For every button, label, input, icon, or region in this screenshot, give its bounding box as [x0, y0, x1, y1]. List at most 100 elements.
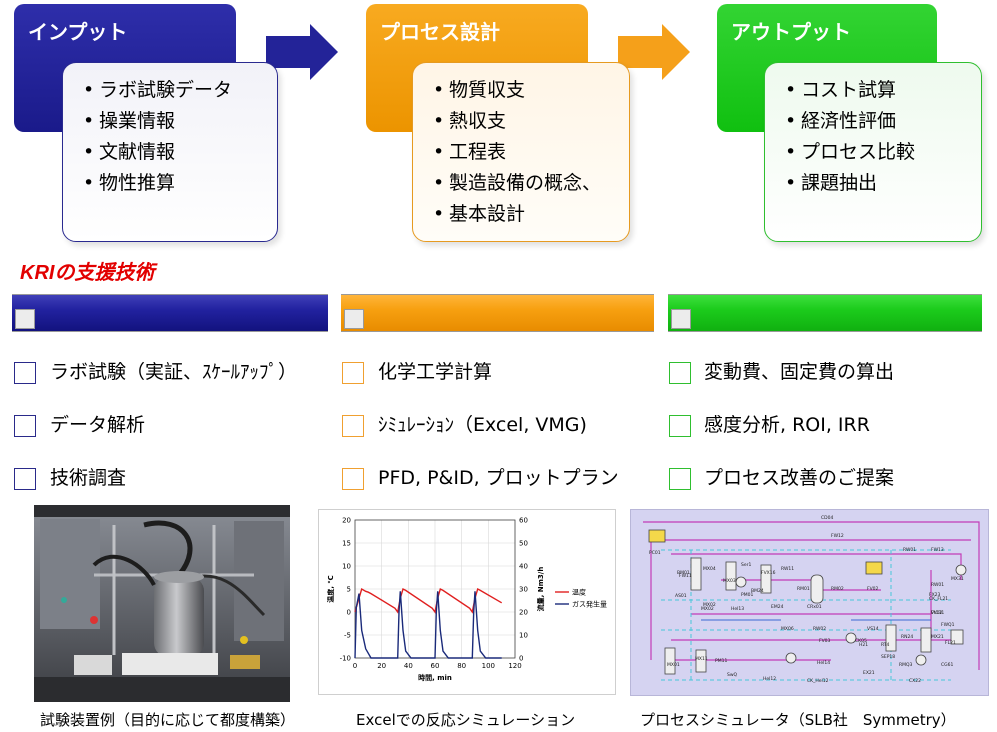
sim-block-label: Hel13 [731, 606, 744, 612]
sim-block-label: PM01 [741, 592, 753, 598]
lab-apparatus-photo [34, 505, 290, 702]
sim-block-label: AS01 [675, 593, 687, 599]
process-item: 熱収支 [433, 106, 615, 137]
bar-square-icon [344, 309, 364, 329]
bar-square-icon [15, 309, 35, 329]
process-item-continued: 基本設計 [433, 199, 615, 230]
input-card: ラボ試験データ 操業情報 文献情報 物性推算 [62, 62, 278, 242]
checkbox-icon [14, 362, 36, 384]
sim-block-label: FV02 [867, 586, 879, 592]
x-axis-label: 時間, min [418, 673, 452, 682]
x-tick-label: 120 [508, 662, 521, 670]
support-heading: KRIの支援技術 [20, 262, 155, 284]
sim-block-label: FV03 [819, 638, 831, 644]
support-item: 変動費、固定費の算出 [704, 361, 895, 383]
sim-block-label: MX02 [703, 602, 716, 608]
y-left-tick-label: 5 [347, 586, 351, 594]
sim-block-label: CK_FL21 [929, 596, 948, 602]
output-item: 課題抽出 [785, 168, 967, 199]
support-bar-blue [12, 294, 328, 332]
sim-block-label: MX04 [703, 566, 716, 572]
x-tick-label: 100 [482, 662, 495, 670]
sim-block-label: RW02 [813, 626, 826, 632]
sim-block-label: RM02 [831, 586, 844, 592]
legend-label: ガス発生量 [572, 600, 607, 609]
input-item: 文献情報 [83, 137, 263, 168]
sim-block-label: PM11 [715, 658, 727, 664]
y-right-tick-label: 60 [519, 517, 528, 525]
input-item: 操業情報 [83, 106, 263, 137]
sim-block-label: Hel14 [817, 660, 830, 666]
y-left-tick-label: 15 [342, 540, 351, 548]
sim-block-label: MX01 [667, 662, 680, 668]
sim-block-label: FX23 [929, 592, 941, 598]
support-item: ラボ試験（実証、ｽｹｰﾙｱｯﾌﾟ） [50, 361, 298, 383]
sim-block-label: RT4 [881, 642, 890, 648]
y-left-tick-label: -5 [344, 632, 351, 640]
input-title: インプット [28, 20, 128, 44]
series-line-1 [354, 587, 503, 614]
sim-block-label: FW12 [831, 533, 844, 539]
sim-block-label: SwQ [727, 672, 738, 678]
sim-block-label: FW13 [931, 547, 944, 553]
sim-block-label: MX02 [701, 606, 714, 612]
sim-block-label: MX03 [723, 578, 736, 584]
checkbox-icon [669, 415, 691, 437]
sim-block-label: Ser1 [741, 562, 751, 568]
sim-block-label: RW01 [903, 547, 916, 553]
y-left-tick-label: 10 [342, 563, 351, 571]
process-title: プロセス設計 [380, 20, 500, 44]
sim-block-label: RMQ3 [899, 662, 913, 668]
process-item: 製造設備の概念、 [433, 168, 615, 199]
sim-block-label: RW11 [781, 566, 794, 572]
output-item: 経済性評価 [785, 106, 967, 137]
y-left-axis-label: 温度, ℃ [326, 575, 335, 603]
support-item: プロセス改善のご提案 [704, 467, 895, 489]
support-item: データ解析 [50, 414, 146, 436]
sim-block-label: Hel12 [763, 676, 776, 682]
sim-block-label: SEP18 [881, 654, 895, 660]
checkbox-icon [14, 415, 36, 437]
sim-block-label: EX21 [863, 670, 875, 676]
checkbox-icon [14, 468, 36, 490]
sim-block-label: H21 [859, 642, 868, 648]
sim-block-label: MX21 [931, 634, 944, 640]
sim-caption: プロセスシミュレータ（SLB社 Symmetry） [640, 711, 956, 729]
y-right-tick-label: 20 [519, 609, 528, 617]
y-right-tick-label: 0 [519, 655, 523, 663]
output-item: コスト試算 [785, 75, 967, 106]
sim-block-label: RN24 [901, 634, 913, 640]
support-bar-green [668, 294, 982, 332]
output-item: プロセス比較 [785, 137, 967, 168]
checkbox-icon [669, 362, 691, 384]
sim-block-label: VS14 [867, 626, 879, 632]
support-item: ｼﾐｭﾚｰｼｮﾝ（Excel, VMG) [378, 414, 587, 436]
y-right-axis-label: 流量, Nm3/h [536, 567, 545, 612]
sim-block-label: FVX16 [761, 570, 776, 576]
bar-square-icon [671, 309, 691, 329]
sim-block-label: CG61 [941, 662, 953, 668]
sim-block-label: CK_Hel12 [807, 678, 829, 684]
sim-block-label: EM24 [771, 604, 784, 610]
y-right-tick-label: 50 [519, 540, 528, 548]
sim-block-label: MX31 [951, 576, 964, 582]
sim-block-label: MX11 [695, 656, 708, 662]
process-item: 工程表 [433, 137, 615, 168]
x-tick-label: 40 [404, 662, 413, 670]
x-tick-label: 80 [457, 662, 466, 670]
series-line-2 [354, 591, 502, 659]
y-left-tick-label: 20 [342, 517, 351, 525]
input-item: 物性推算 [83, 168, 263, 199]
output-card: コスト試算 経済性評価 プロセス比較 課題抽出 [764, 62, 982, 242]
y-right-tick-label: 30 [519, 586, 528, 594]
photo-caption: 試験装置例（目的に応じて都度構築） [40, 711, 296, 729]
y-left-tick-label: 0 [347, 609, 351, 617]
checkbox-icon [342, 362, 364, 384]
input-item: ラボ試験データ [83, 75, 263, 106]
lab-apparatus-illustration [34, 505, 290, 702]
sim-block-label: MX06 [781, 626, 794, 632]
